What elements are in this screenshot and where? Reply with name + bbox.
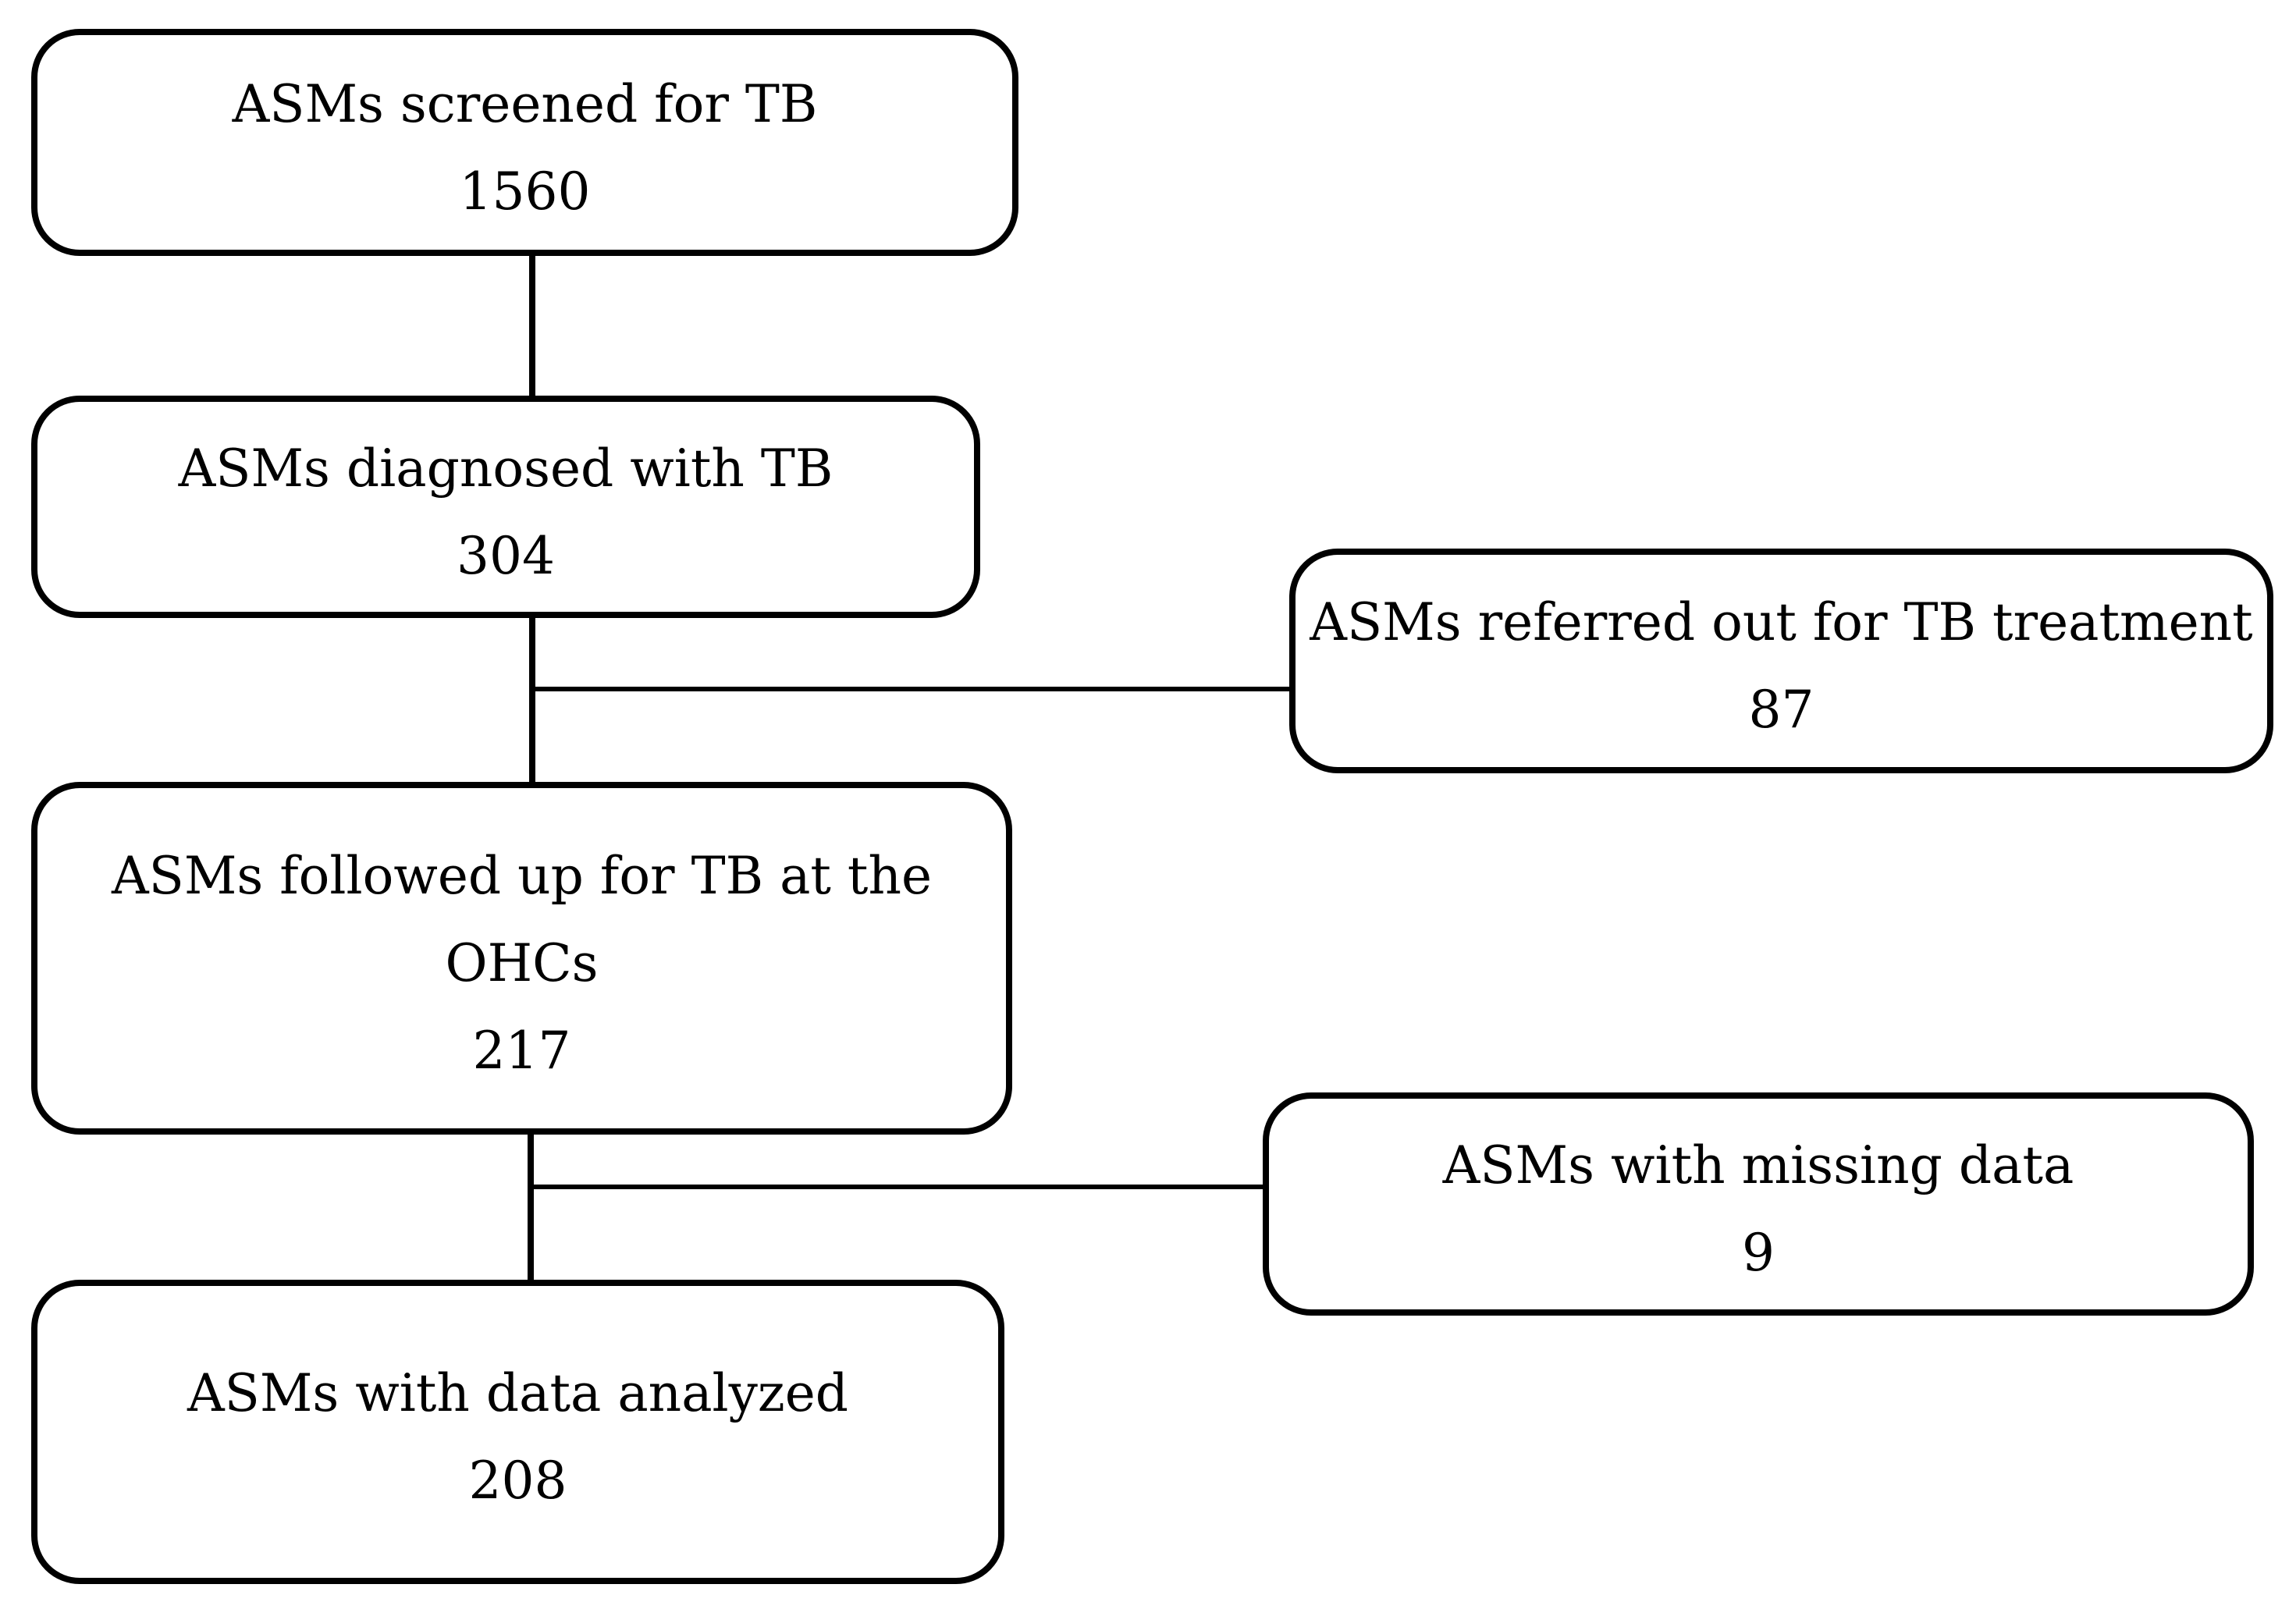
connector-branch-to-referred xyxy=(532,687,1291,691)
connector-diagnosed-to-followed xyxy=(529,616,535,783)
flow-box-screened: ASMs screened for TB 1560 xyxy=(31,29,1018,256)
flow-box-diagnosed: ASMs diagnosed with TB 304 xyxy=(31,396,980,618)
flow-box-analyzed-value: 208 xyxy=(468,1451,567,1511)
flow-box-missing-value: 9 xyxy=(1742,1223,1775,1283)
flow-box-followed-label-line1: ASMs followed up for TB at the xyxy=(111,846,933,906)
flow-box-followed: ASMs followed up for TB at the OHCs 217 xyxy=(31,782,1012,1135)
flow-box-diagnosed-label: ASMs diagnosed with TB xyxy=(178,438,833,499)
flow-box-screened-value: 1560 xyxy=(459,161,591,222)
flow-box-analyzed-label: ASMs with data analyzed xyxy=(187,1363,849,1423)
flow-box-screened-label: ASMs screened for TB xyxy=(232,73,818,134)
flow-box-followed-value: 217 xyxy=(472,1021,571,1081)
connector-screened-to-diagnosed xyxy=(529,254,535,397)
flow-box-referred-value: 87 xyxy=(1748,680,1814,740)
flow-box-followed-label-line2: OHCs xyxy=(445,933,599,993)
flow-box-diagnosed-value: 304 xyxy=(457,525,555,586)
flow-box-referred: ASMs referred out for TB treatment 87 xyxy=(1289,549,2273,773)
flow-box-analyzed: ASMs with data analyzed 208 xyxy=(31,1280,1004,1584)
connector-branch-to-missing xyxy=(531,1185,1264,1189)
connector-followed-to-analyzed xyxy=(528,1133,534,1281)
flow-box-missing-label: ASMs with missing data xyxy=(1442,1135,2074,1195)
flow-box-missing: ASMs with missing data 9 xyxy=(1263,1092,2254,1316)
flow-box-referred-label: ASMs referred out for TB treatment xyxy=(1310,592,2253,652)
